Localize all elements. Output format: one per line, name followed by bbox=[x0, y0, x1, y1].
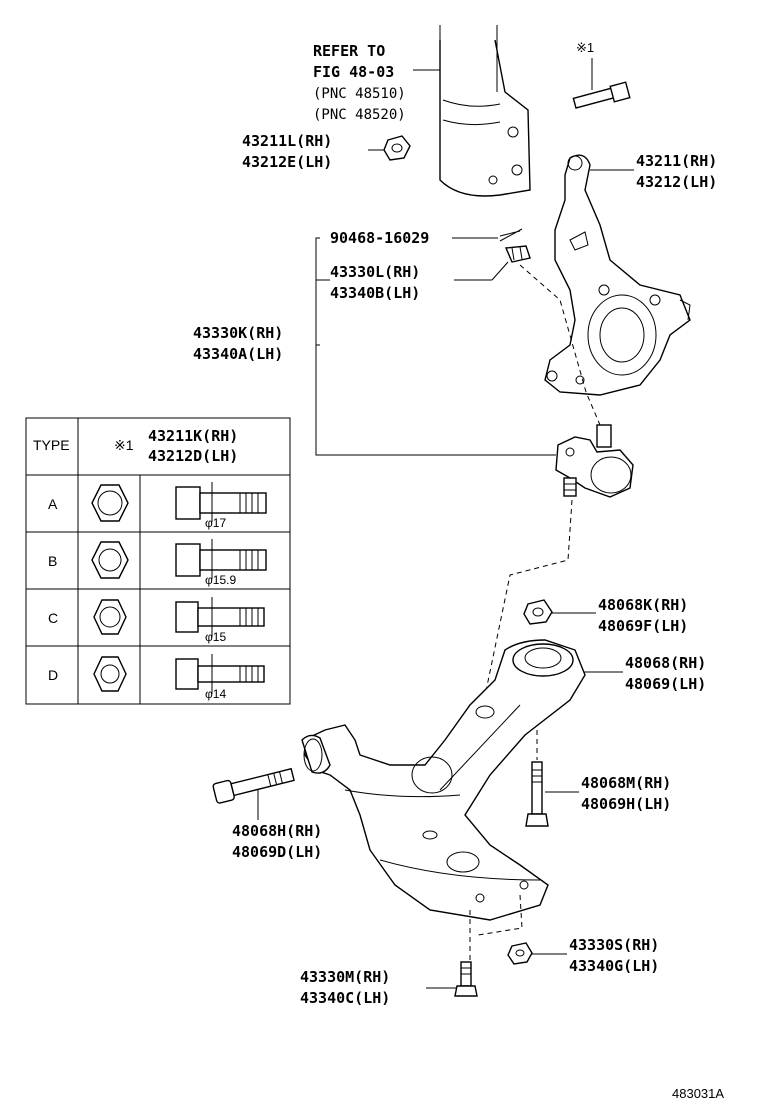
nut-43330s-lh-label: 43340G(LH) bbox=[569, 957, 659, 975]
bolt-48068m-lh-label: 48069H(LH) bbox=[581, 795, 671, 813]
table-header-mark: ※1 bbox=[114, 437, 134, 453]
bolt-48068h-icon bbox=[212, 767, 295, 804]
refer-line-4: (PNC 48520) bbox=[313, 107, 406, 123]
nut-type-a-icon bbox=[91, 484, 129, 522]
bolt-48068h-rh-label: 48068H(RH) bbox=[232, 822, 322, 840]
assembly-dash-line-1 bbox=[519, 264, 601, 426]
nut-48068k-icon bbox=[523, 599, 553, 625]
table-row-type-d: D bbox=[48, 667, 58, 683]
table-row-dim-a: φ17 bbox=[205, 516, 226, 530]
bolt-type-d-icon bbox=[175, 654, 265, 694]
assembly-dash-line-2 bbox=[479, 499, 573, 721]
steering-knuckle-illustration bbox=[544, 154, 691, 396]
bolt-type-c-icon bbox=[175, 597, 265, 637]
strut-illustration bbox=[439, 25, 531, 197]
nut-43330l-rh-label: 43330L(RH) bbox=[330, 263, 420, 281]
table-row-type-a: A bbox=[48, 496, 58, 512]
type-table bbox=[25, 417, 291, 705]
ball-joint-bracket bbox=[315, 237, 556, 456]
lower-control-arm-illustration bbox=[301, 639, 586, 921]
bolt-43330m-rh-label: 43330M(RH) bbox=[300, 968, 390, 986]
arm-rh-label: 48068(RH) bbox=[625, 654, 706, 672]
nut-48068k-rh-label: 48068K(RH) bbox=[598, 596, 688, 614]
table-header-part-lh: 43212D(LH) bbox=[148, 447, 238, 465]
table-row-dim-b: φ15.9 bbox=[205, 573, 236, 587]
bolt-48068m-icon bbox=[525, 761, 549, 827]
refer-line-3: (PNC 48510) bbox=[313, 86, 406, 102]
nut-type-b-icon bbox=[91, 541, 129, 579]
bolt-type-a-icon bbox=[175, 482, 267, 522]
nut-48068k-lh-label: 48069F(LH) bbox=[598, 617, 688, 635]
bolt-43330m-icon bbox=[454, 961, 478, 997]
table-header-part-rh: 43211K(RH) bbox=[148, 427, 238, 445]
ball-joint-illustration bbox=[555, 424, 634, 498]
bolt-type-b-icon bbox=[175, 539, 267, 579]
refer-line-1: REFER TO bbox=[313, 42, 385, 60]
nut-43330l-lh-label: 43340B(LH) bbox=[330, 284, 420, 302]
castle-nut-icon bbox=[504, 245, 531, 263]
arm-lh-label: 48069(LH) bbox=[625, 675, 706, 693]
bolt-48068m-rh-label: 48068M(RH) bbox=[581, 774, 671, 792]
bolt-48068h-lh-label: 48069D(LH) bbox=[232, 843, 322, 861]
nut-type-d-icon bbox=[93, 656, 127, 692]
knuckle-rh-label: 43211(RH) bbox=[636, 152, 717, 170]
nut-type-c-icon bbox=[93, 599, 127, 635]
nut-43211l-lh-label: 43212E(LH) bbox=[242, 153, 332, 171]
cotter-pin-label: 90468-16029 bbox=[330, 229, 429, 247]
table-row-type-b: B bbox=[48, 553, 57, 569]
bolt-43211k-icon bbox=[572, 81, 631, 109]
knuckle-lh-label: 43212(LH) bbox=[636, 173, 717, 191]
table-header-type: TYPE bbox=[33, 437, 70, 453]
nut-43330s-icon bbox=[507, 942, 533, 965]
ball-joint-rh-label: 43330K(RH) bbox=[193, 324, 283, 342]
cotter-pin-icon bbox=[499, 228, 523, 242]
bolt-43330m-lh-label: 43340C(LH) bbox=[300, 989, 390, 1007]
table-row-dim-d: φ14 bbox=[205, 687, 226, 701]
assembly-dash-line-4 bbox=[469, 894, 523, 960]
nut-43211l-icon bbox=[383, 135, 411, 161]
table-row-dim-c: φ15 bbox=[205, 630, 226, 644]
nut-43330s-rh-label: 43330S(RH) bbox=[569, 936, 659, 954]
note-mark-top: ※1 bbox=[576, 40, 594, 55]
figure-reference: 483031A bbox=[672, 1086, 724, 1101]
table-row-type-c: C bbox=[48, 610, 58, 626]
nut-43211l-rh-label: 43211L(RH) bbox=[242, 132, 332, 150]
refer-line-2: FIG 48-03 bbox=[313, 63, 394, 81]
ball-joint-lh-label: 43340A(LH) bbox=[193, 345, 283, 363]
